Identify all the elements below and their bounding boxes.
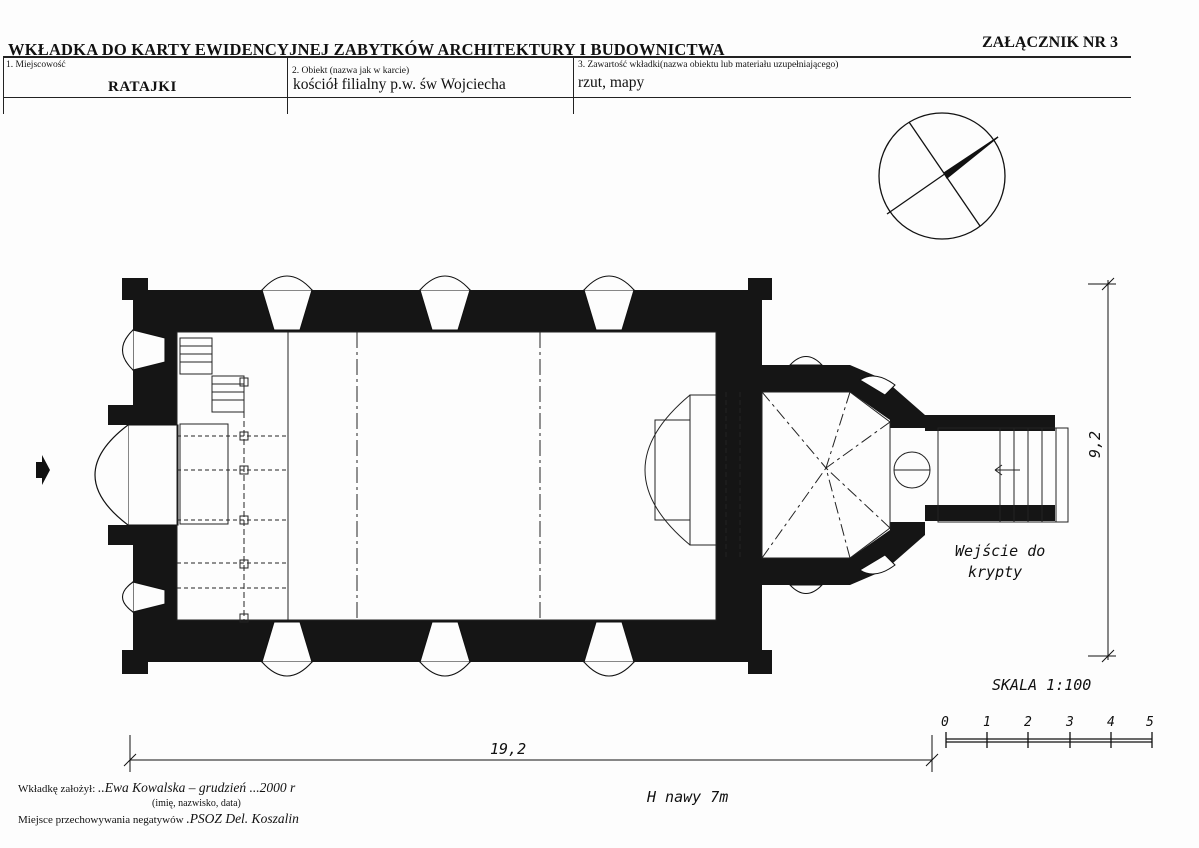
nave-windows	[121, 275, 635, 677]
scale-label: SKALA 1:100	[992, 676, 1092, 694]
scale-tick-0: 0	[941, 715, 949, 730]
prepared-by-label: Wkładkę założył:	[18, 783, 96, 795]
locality-value: RATAJKI	[108, 79, 177, 95]
object-value: kościół filialny p.w. św Wojciecha	[293, 76, 506, 93]
nave-interior	[176, 331, 717, 623]
form-title: WKŁADKA DO KARTY EWIDENCYJNEJ ZABYTKÓW A…	[8, 40, 725, 59]
header-divider-1	[287, 58, 288, 114]
header-left-edge	[3, 58, 4, 114]
annex-number: ZAŁĄCZNIK NR 3	[982, 34, 1119, 51]
contents-value: rzut, mapy	[578, 74, 645, 91]
header-divider-2	[573, 58, 574, 114]
nave-walls	[108, 278, 772, 674]
header-top-rule	[3, 56, 1131, 58]
scale-tick-1: 1	[983, 715, 991, 730]
prepared-by-row: Wkładkę założył: ..Ewa Kowalska – grudzi…	[18, 780, 295, 796]
storage-value: .PSOZ Del. Koszalin	[186, 811, 299, 826]
locality-label: 1. Miejscowość	[6, 60, 66, 70]
height-dimension: 9,2	[1086, 430, 1104, 458]
storage-label: Miejsce przechowywania negatywów	[18, 814, 184, 826]
prepared-by-hint: (imię, nazwisko, data)	[152, 798, 241, 809]
chancel-windows	[788, 356, 896, 594]
header-bottom-rule	[3, 97, 1131, 98]
dimension-lines	[123, 277, 1116, 772]
scale-bar	[945, 732, 1153, 748]
storage-row: Miejsce przechowywania negatywów .PSOZ D…	[18, 811, 299, 827]
north-arrow-icon	[878, 112, 1006, 240]
scale-tick-4: 4	[1107, 715, 1115, 730]
scale-tick-5: 5	[1146, 715, 1154, 730]
scale-tick-3: 3	[1066, 715, 1074, 730]
crypt-note-line1: Wejście do	[955, 542, 1046, 560]
scale-tick-2: 2	[1024, 715, 1032, 730]
prepared-by-value: ..Ewa Kowalska – grudzień ...2000 r	[98, 780, 296, 795]
chancel-interior	[644, 391, 1069, 559]
object-label: 2. Obiekt (nazwa jak w karcie)	[292, 66, 410, 76]
contents-label: 3. Zawartość wkładki(nazwa obiektu lub m…	[578, 60, 839, 70]
nave-height-note: H nawy 7m	[647, 788, 729, 806]
crypt-note-line2: krypty	[968, 563, 1023, 581]
entrance-arrow-icon	[36, 455, 50, 485]
width-dimension: 19,2	[490, 740, 527, 758]
